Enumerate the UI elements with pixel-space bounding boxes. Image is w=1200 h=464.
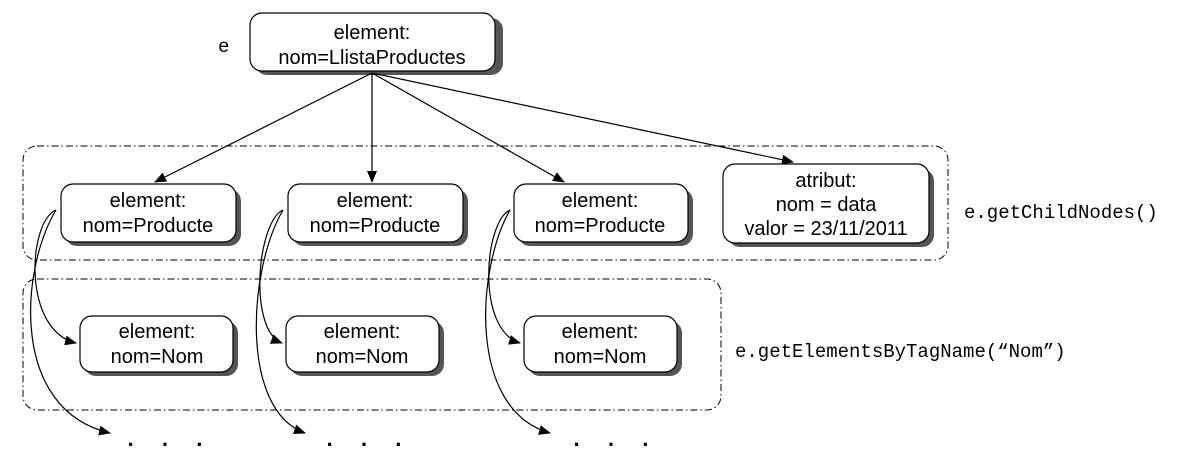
grandchild-node-name: nom=Nom [111,346,204,368]
root-node: element: nom=LlistaProductes [249,12,503,75]
attribute-node: atribut: nom = data valor = 23/11/2011 [722,163,934,247]
edge-child-1-more [30,209,111,436]
child-node-1: element: nom=Producte [60,183,241,246]
grandchild-node-type: element: [324,321,401,343]
child-node-type: element: [337,190,414,212]
edge-child-1-grandchild [34,209,77,346]
attribute-node-name: nom = data [776,194,878,216]
elements-by-tag-group [22,278,722,411]
child-node-type: element: [562,190,639,212]
child-nodes-group [22,145,949,261]
grandchild-node-type: element: [562,321,639,343]
root-variable-label: e [218,36,229,58]
child-node-name: nom=Producte [535,215,666,237]
child-node-name: nom=Producte [310,215,441,237]
child-nodes-label: e.getChildNodes() [964,202,1158,224]
edge-root-child-1 [154,72,373,183]
child-node-type: element: [110,190,187,212]
edge-child-2-more [255,209,306,435]
ellipsis-3: . . . [570,428,656,453]
grandchild-node-2: element: nom=Nom [285,315,444,376]
grandchild-node-3: element: nom=Nom [523,315,682,376]
attribute-node-value: valor = 23/11/2011 [744,218,907,240]
edge-child-3-more [485,209,551,435]
child-node-3: element: nom=Producte [513,183,693,246]
attribute-node-type: atribut: [795,170,856,192]
grandchild-node-name: nom=Nom [316,346,409,368]
grandchild-node-1: element: nom=Nom [79,315,238,376]
edge-child-2-grandchild [259,209,284,344]
ellipsis-2: . . . [323,428,409,453]
elements-by-tag-label: e.getElementsByTagName(“Nom”) [735,341,1066,363]
grandchild-node-name: nom=Nom [554,346,647,368]
ellipsis-1: . . . [124,428,210,453]
root-node-type: element: [334,22,411,44]
child-node-name: nom=Producte [83,215,214,237]
root-node-name: nom=LlistaProductes [278,47,465,69]
child-node-2: element: nom=Producte [287,183,468,246]
grandchild-node-type: element: [119,321,196,343]
edge-root-attribute [371,72,794,165]
edge-root-child-3 [371,72,565,183]
